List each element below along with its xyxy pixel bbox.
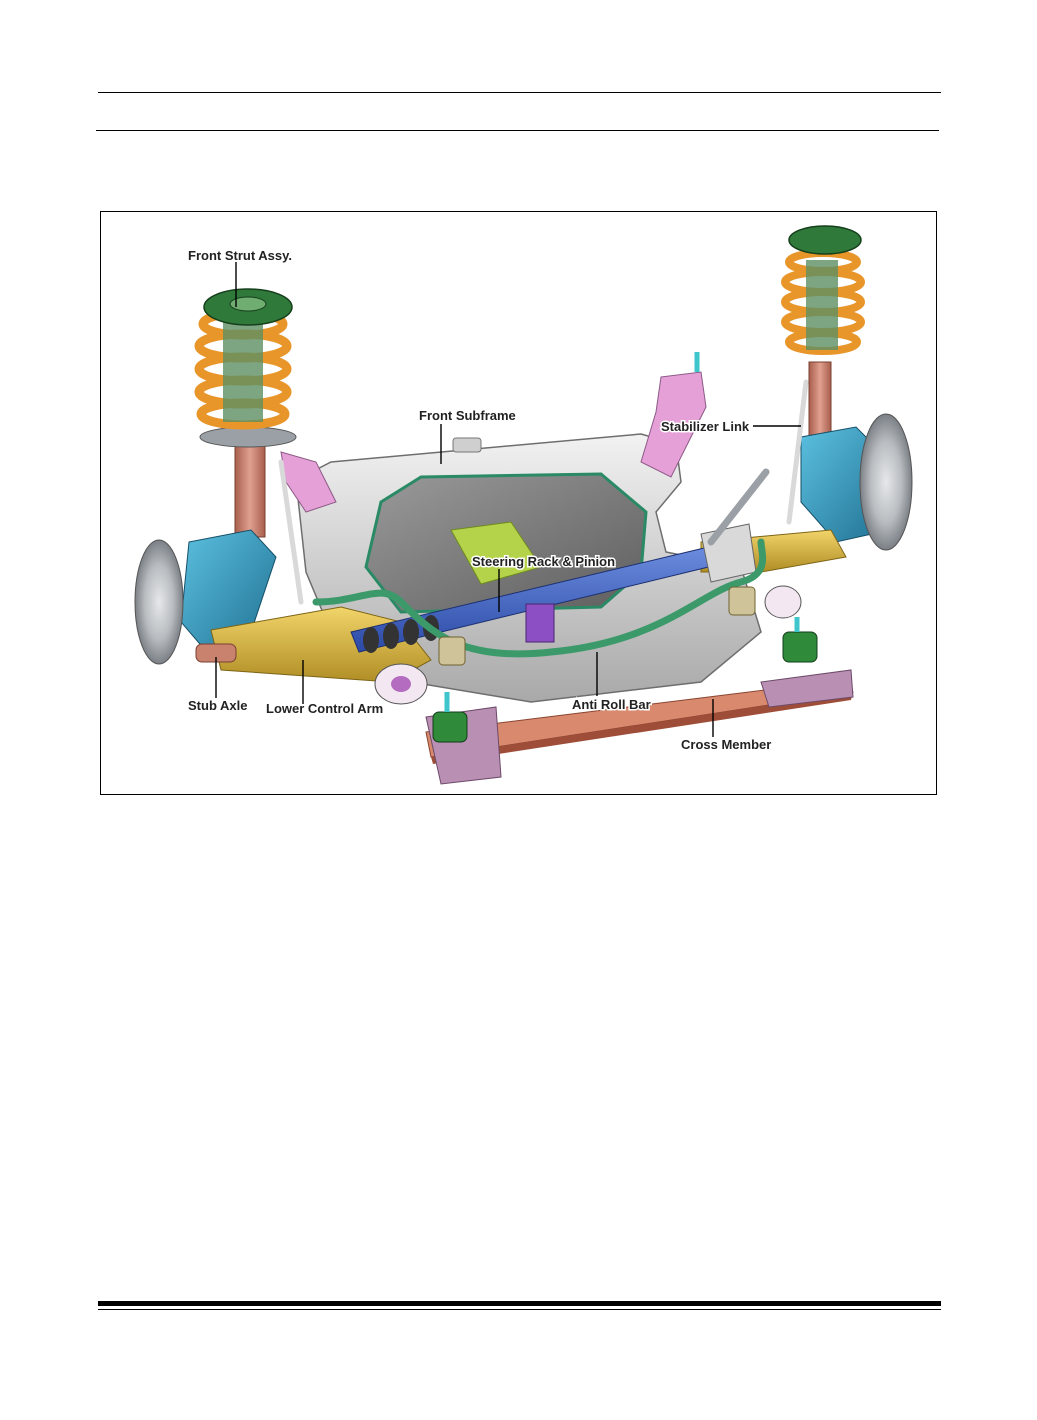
footer-rule-thin bbox=[98, 1309, 941, 1310]
leader-lines bbox=[215, 262, 801, 737]
label-anti-roll-bar: Anti Roll Bar bbox=[572, 697, 651, 712]
anti-roll-bar bbox=[312, 538, 767, 666]
cross-member bbox=[425, 669, 854, 785]
suspension-figure: Front Strut Assy. Front Subframe Stabili… bbox=[100, 211, 937, 795]
steering-rack bbox=[350, 468, 770, 653]
label-lower-control-arm: Lower Control Arm bbox=[266, 701, 383, 716]
label-front-strut: Front Strut Assy. bbox=[188, 248, 292, 263]
subframe-floor bbox=[364, 472, 648, 614]
label-front-subframe: Front Subframe bbox=[419, 408, 516, 423]
callout-labels: Front Strut Assy. Front Subframe Stabili… bbox=[187, 247, 773, 754]
stabilizer-links bbox=[278, 379, 809, 605]
label-cross-member: Cross Member bbox=[681, 737, 771, 752]
label-stabilizer-link: Stabilizer Link bbox=[661, 419, 750, 434]
subframe-mounts bbox=[374, 352, 818, 743]
footer-rule-thick bbox=[98, 1301, 941, 1306]
suspension-illustration: Front Strut Assy. Front Subframe Stabili… bbox=[134, 225, 913, 785]
header-rule-bottom bbox=[96, 130, 939, 131]
label-stub-axle: Stub Axle bbox=[188, 698, 247, 713]
left-strut-assembly bbox=[134, 288, 297, 665]
label-steering-rack: Steering Rack & Pinion bbox=[472, 554, 615, 569]
right-strut-assembly bbox=[781, 225, 913, 551]
header-rule-top bbox=[98, 92, 941, 93]
